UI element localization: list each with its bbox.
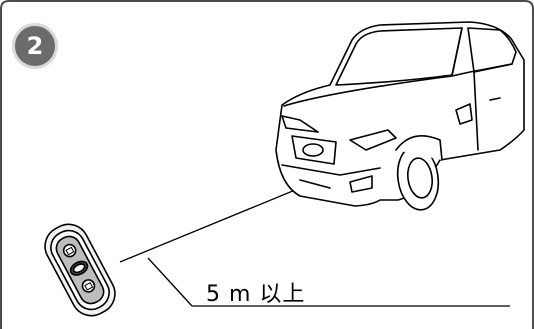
step-number-badge: 2 [12, 23, 58, 69]
smart-key-fob-icon [38, 217, 122, 322]
distance-lines [120, 188, 510, 306]
range-line-upper [120, 188, 300, 262]
range-line-lower [148, 258, 192, 306]
step-number: 2 [27, 32, 44, 60]
car-illustration [276, 22, 524, 212]
distance-label: 5 m 以上 [206, 276, 305, 308]
